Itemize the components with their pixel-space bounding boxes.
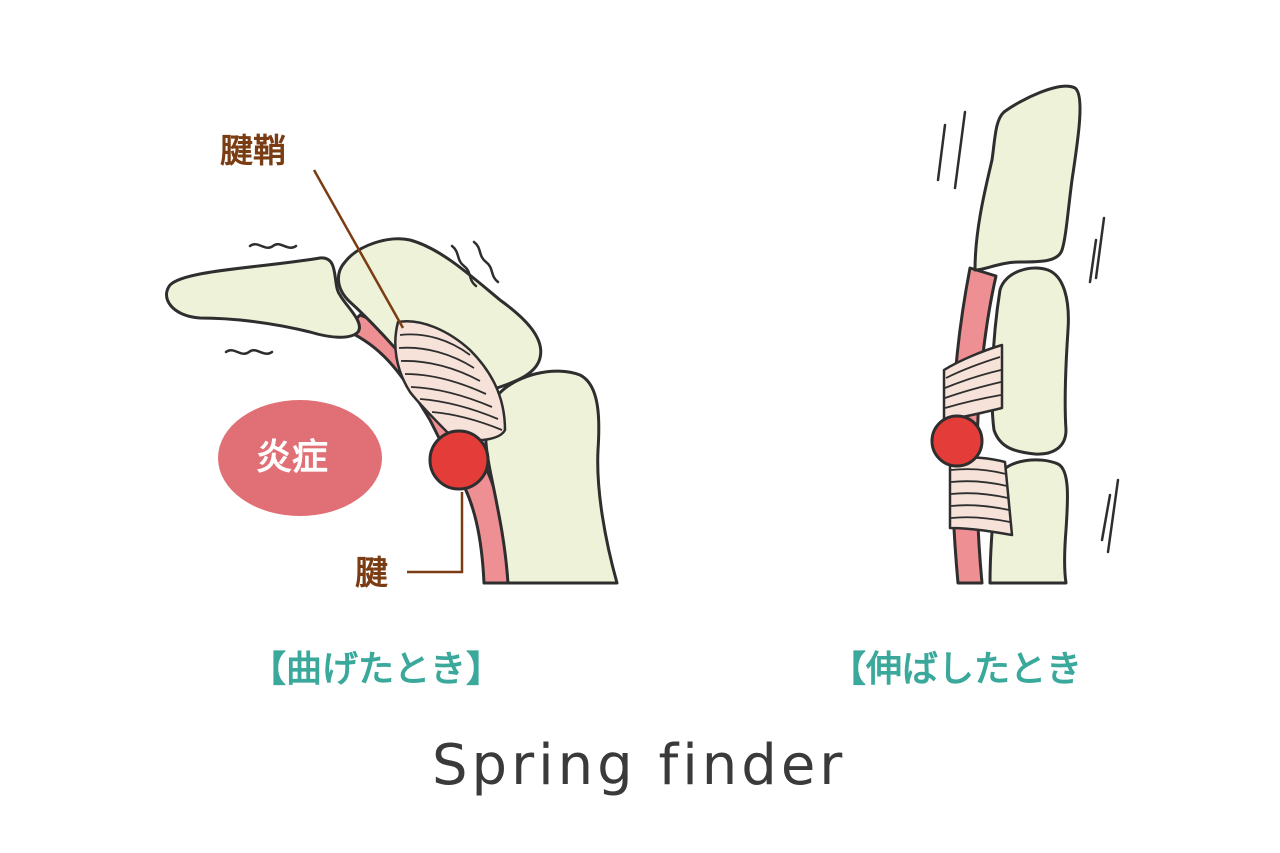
bent-caption: 【曲げたとき】 [250,649,503,690]
page-title: Spring finder [432,733,847,798]
tendon-leader-line [407,492,464,574]
bent-motion-lines [224,240,500,355]
extended-finger [930,84,1120,585]
tendon-label: 腱 [355,553,388,592]
bent-finger [165,169,619,585]
extended-distal-phalanx [973,84,1082,272]
bent-proximal-phalanx [484,369,619,585]
extended-middle-phalanx [990,266,1070,456]
extended-caption: 【伸ばしたとき [830,649,1083,690]
bent-sheath-bands [398,333,503,431]
sheath-leader-line [312,169,405,329]
extended-sheath-lower-bands [950,468,1011,523]
bent-distal-phalanx [165,256,361,339]
bent-nodule [428,429,490,491]
leader-lines [312,169,464,574]
inflammation-label: 炎症 [256,437,329,478]
tendon-sheath-label: 腱鞘 [220,131,286,170]
extended-nodule [930,414,984,468]
inflammation-badge [218,400,382,516]
extended-motion-lines [936,110,1120,554]
extended-sheath-upper-bands [944,356,1002,409]
extended-sheath-upper [942,343,1004,422]
